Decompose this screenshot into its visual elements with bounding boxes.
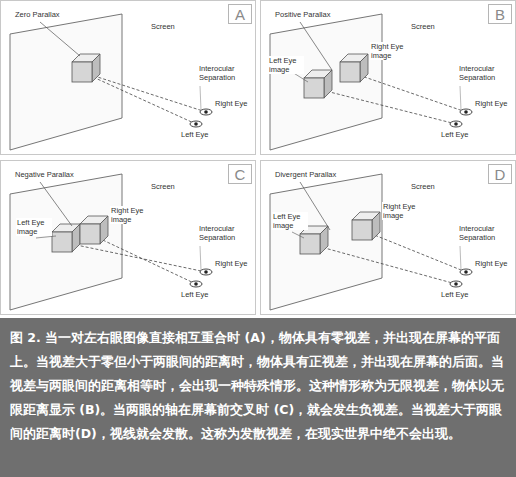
eye-pupil [194, 282, 198, 286]
eye-outline [200, 109, 212, 115]
figure-label: Left Eye [440, 130, 470, 139]
leader-line [200, 86, 201, 110]
figure-label: Left Eye [440, 290, 470, 299]
sight-line [362, 230, 466, 272]
panel-letter: D [495, 166, 506, 183]
cube-side [372, 212, 380, 240]
eye-outline [460, 109, 472, 115]
panel-letter: A [235, 6, 245, 23]
eye-outline [190, 281, 202, 287]
leader-line [292, 232, 304, 238]
figure-label: Right Eye image [370, 42, 412, 60]
panel-frame [1, 161, 256, 315]
figure-label: Positive Parallax [274, 10, 331, 19]
figure-label: Screen [150, 182, 176, 191]
panel-letter-box: C [228, 164, 252, 184]
cube-front [52, 232, 72, 252]
eye-pupil [204, 270, 208, 274]
figure-label: Interocular Separation [198, 64, 254, 82]
figure-label: Negative Parallax [14, 170, 75, 179]
figure-label: Interocular Separation [458, 64, 514, 82]
cube-side [100, 216, 108, 244]
figure-label: Right Eye image [110, 206, 152, 224]
sight-line [314, 88, 456, 124]
leader-line [460, 86, 461, 110]
leader-line [40, 22, 80, 56]
figure-label: Screen [410, 22, 436, 31]
sight-line [90, 234, 196, 284]
figure-label: Interocular Separation [198, 224, 254, 242]
sight-line [310, 244, 456, 284]
cube-front [80, 224, 100, 244]
panel-frame [261, 161, 516, 315]
cube-side [320, 226, 328, 254]
screen-plane [270, 174, 382, 310]
eye-pupil [464, 110, 468, 114]
figure-label: Left Eye [180, 290, 210, 299]
panel-frame [261, 1, 516, 155]
leader-line [36, 236, 56, 238]
figure-label: Left Eye image [16, 218, 52, 236]
figure-label: Left Eye image [272, 212, 308, 230]
panel-letter: C [235, 166, 246, 183]
eye-outline [190, 121, 202, 127]
figure-label: Screen [150, 22, 176, 31]
leader-line [300, 22, 332, 70]
sight-line [82, 72, 206, 112]
screen-plane [10, 14, 122, 150]
screen-plane [270, 14, 382, 150]
sight-line [82, 72, 196, 124]
panel-letter: B [495, 6, 505, 23]
leader-line [200, 246, 201, 270]
cube-front [340, 62, 360, 82]
cube-side [92, 54, 100, 82]
figure-label: Zero Parallax [14, 10, 61, 19]
eye-pupil [454, 282, 458, 286]
panel-letter-box: D [488, 164, 512, 184]
figure-label: Left Eye [180, 130, 210, 139]
leader-line [460, 246, 461, 270]
caption-band: 图 2. 当一对左右眼图像直接相互重合时 (A)，物体具有零视差，并出现在屏幕的… [0, 318, 516, 477]
figure-label: Interocular Separation [458, 224, 514, 242]
eye-outline [200, 269, 212, 275]
cube-side [360, 54, 368, 82]
eye-outline [460, 269, 472, 275]
panel-frame [1, 1, 256, 155]
eye-pupil [194, 122, 198, 126]
cube-front [300, 234, 320, 254]
eye-outline [450, 281, 462, 287]
panel-letter-box: A [228, 4, 252, 24]
cube-front [72, 62, 92, 82]
caption-text: 图 2. 当一对左右眼图像直接相互重合时 (A)，物体具有零视差，并出现在屏幕的… [10, 326, 506, 446]
cube-front [304, 78, 324, 98]
screen-plane [10, 174, 122, 310]
figure-label: Right Eye [214, 99, 249, 108]
figure-label: Right Eye image [382, 202, 424, 220]
figure-label: Left Eye image [268, 56, 304, 74]
figure-label: Right Eye [474, 259, 509, 268]
figure-label: Right Eye [214, 259, 249, 268]
figure-label: Screen [410, 182, 436, 191]
eye-pupil [464, 270, 468, 274]
cube-side [324, 70, 332, 98]
sight-line [350, 72, 466, 112]
figure-label: Right Eye [474, 99, 509, 108]
cube-side [72, 224, 80, 252]
sight-line [62, 242, 206, 272]
figure-label: Divergent Parallax [274, 170, 337, 179]
cube-front [352, 220, 372, 240]
eye-pupil [454, 122, 458, 126]
panel-letter-box: B [488, 4, 512, 24]
eye-outline [450, 121, 462, 127]
eye-pupil [204, 110, 208, 114]
